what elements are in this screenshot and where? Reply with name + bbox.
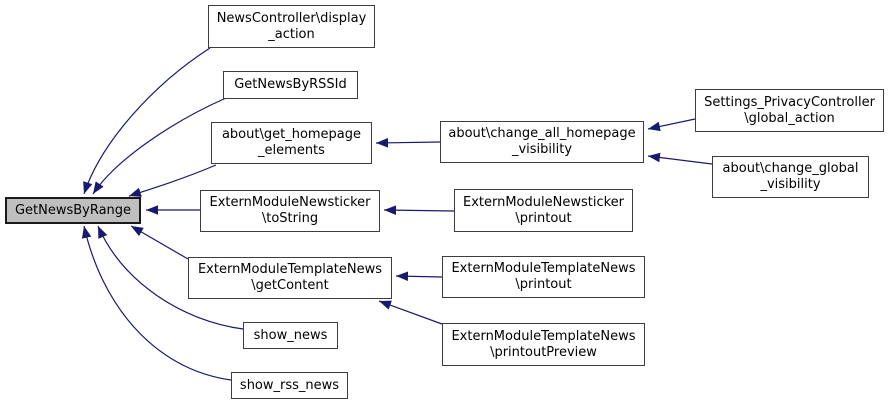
node-getnewsbyrange: GetNewsByRange — [5, 197, 141, 224]
edge-display-action-to-getnewsbyrange — [83, 47, 211, 195]
node-externmodulenewsticker-tostring[interactable]: ExternModuleNewsticker \toString — [200, 190, 380, 232]
node-externmoduletemplatenews-printoutpreview[interactable]: ExternModuleTemplateNews \printoutPrevie… — [442, 323, 645, 366]
node-settings-privacycontroller-global-action[interactable]: Settings_PrivacyController \global_actio… — [695, 89, 884, 132]
node-externmodulenewsticker-printout[interactable]: ExternModuleNewsticker \printout — [454, 189, 633, 232]
node-newscontroller-display-action[interactable]: NewsController\display _action — [208, 5, 375, 48]
node-getnewsbyrssid[interactable]: GetNewsByRSSId — [223, 71, 358, 99]
edge-templatenews-printout-to-templatenews-getcontent — [395, 271, 443, 282]
node-externmoduletemplatenews-getcontent[interactable]: ExternModuleTemplateNews \getContent — [188, 257, 392, 299]
node-show-news[interactable]: show_news — [243, 322, 338, 349]
edge-templatenews-printoutpreview-to-templatenews-getcontent — [378, 300, 443, 325]
edge-show-rss-news-to-getnewsbyrange — [81, 225, 232, 381]
edge-settings-privacy-global-action-to-change-all-homepage — [647, 118, 696, 132]
edge-get-homepage-elements-to-getnewsbyrange — [128, 164, 217, 197]
edge-templatenews-getcontent-to-getnewsbyrange — [130, 225, 189, 260]
node-about-change-all-homepage-visibility[interactable]: about\change_all_homepage _visibility — [440, 121, 644, 163]
edge-change-all-homepage-to-get-homepage-elements — [375, 138, 441, 148]
node-show-rss-news[interactable]: show_rss_news — [231, 372, 348, 399]
node-about-get-homepage-elements[interactable]: about\get_homepage _elements — [211, 122, 372, 164]
node-about-change-global-visibility[interactable]: about\change_global _visibility — [712, 156, 869, 198]
edge-group — [81, 47, 713, 381]
edge-show-news-to-getnewsbyrange — [97, 225, 244, 330]
node-externmoduletemplatenews-printout[interactable]: ExternModuleTemplateNews \printout — [442, 256, 645, 298]
edge-getnewsbyrssid-to-getnewsbyrange — [92, 97, 227, 195]
edge-change-global-visibility-to-change-all-homepage — [647, 152, 713, 165]
edge-newsticker-printout-to-newsticker-tostring — [383, 205, 455, 215]
